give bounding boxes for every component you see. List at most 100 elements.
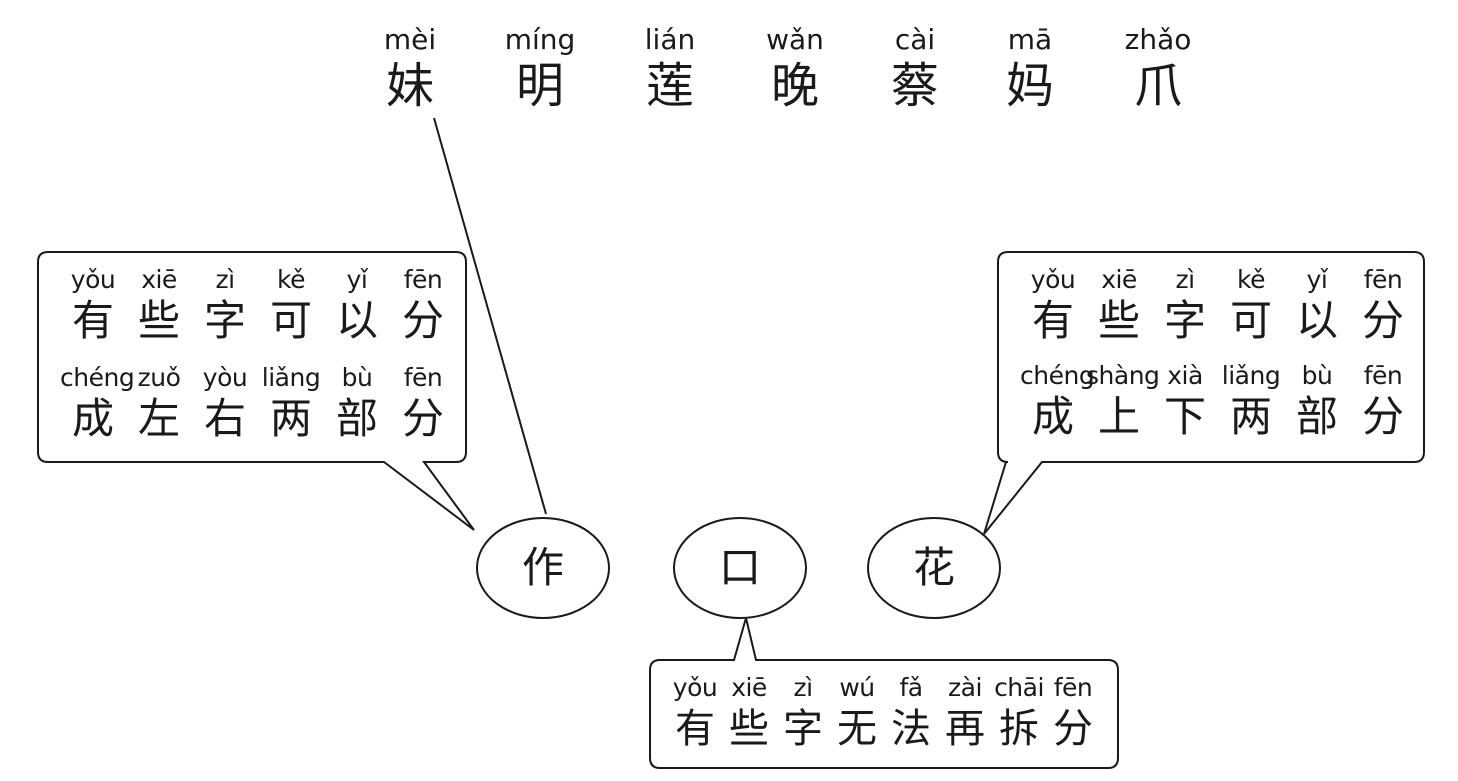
- pinyin: xiē: [731, 673, 767, 702]
- pinyin-pair: xiē 些: [722, 674, 776, 756]
- hanzi: 分: [401, 296, 444, 345]
- pinyin-pair: xiē 些: [126, 266, 192, 348]
- pinyin-pair: chéng 成: [1020, 361, 1095, 444]
- bubble-bottom-outline: [649, 614, 1119, 769]
- pinyin-pair: yǒu 有: [668, 674, 722, 756]
- pinyin: wú: [839, 673, 875, 702]
- hanzi: 再: [945, 706, 985, 752]
- hanzi: 些: [729, 706, 769, 752]
- ellipse-hua: [867, 517, 1001, 619]
- pinyin: zì: [1175, 265, 1195, 294]
- pinyin: chāi: [994, 673, 1044, 702]
- hanzi: 以: [1295, 296, 1338, 345]
- pinyin: lián: [644, 23, 696, 56]
- hanzi: 妈: [1005, 58, 1054, 114]
- pinyin: zì: [793, 673, 813, 702]
- hanzi: 爪: [1133, 58, 1182, 114]
- pinyin: cài: [894, 23, 936, 56]
- hanzi: 部: [335, 394, 378, 443]
- hanzi: 成: [71, 394, 114, 443]
- top-char-ming: míng 明: [490, 24, 590, 116]
- hanzi: 明: [515, 58, 564, 114]
- ellipse-char-zuo: 作: [521, 543, 564, 592]
- pinyin: yòu: [202, 363, 248, 392]
- hanzi: 有: [675, 706, 715, 752]
- hanzi: 字: [1163, 296, 1206, 345]
- pinyin-pair: yǐ 以: [1284, 266, 1350, 348]
- hanzi: 上: [1097, 392, 1140, 441]
- pinyin: xiē: [141, 265, 177, 294]
- pinyin-pair: yǐ 以: [324, 266, 390, 348]
- pinyin: zhǎo: [1124, 23, 1192, 56]
- pinyin-pair: fǎ 法: [884, 674, 938, 756]
- pinyin-pair: kě 可: [1218, 266, 1284, 348]
- ellipse-kou: [673, 517, 807, 619]
- pinyin-pair: xiē 些: [1086, 266, 1152, 348]
- pinyin: mèi: [383, 23, 437, 56]
- pinyin: fēn: [1363, 265, 1403, 294]
- hanzi: 左: [137, 394, 180, 443]
- pinyin: liǎng: [1221, 361, 1281, 390]
- pinyin-pair: fēn 分: [1350, 266, 1416, 348]
- hanzi: 可: [269, 296, 312, 345]
- hanzi: 有: [1031, 296, 1074, 345]
- hanzi: 下: [1163, 392, 1206, 441]
- hanzi: 两: [1229, 392, 1272, 441]
- pinyin: chéng: [60, 363, 135, 392]
- pinyin-pair: zì 字: [1152, 266, 1218, 348]
- pinyin: fēn: [403, 265, 443, 294]
- hanzi: 两: [269, 394, 312, 443]
- hanzi: 分: [1361, 392, 1404, 441]
- pinyin: zài: [948, 673, 982, 702]
- hanzi: 分: [1053, 706, 1093, 752]
- pinyin-pair: zì 字: [776, 674, 830, 756]
- ellipse-char-kou: 口: [718, 543, 761, 592]
- hanzi: 些: [1097, 296, 1140, 345]
- pinyin-pair: fēn 分: [390, 266, 456, 348]
- pinyin: míng: [504, 23, 576, 56]
- pinyin: fēn: [1053, 673, 1093, 702]
- pinyin: kě: [277, 265, 305, 294]
- pinyin: yǐ: [1306, 265, 1328, 294]
- pinyin-pair: liǎng 两: [1218, 362, 1284, 444]
- pinyin: fēn: [403, 363, 443, 392]
- ellipse-zuo: [476, 517, 610, 619]
- pinyin-pair: yǒu 有: [1020, 266, 1086, 348]
- pinyin-pair: wú 无: [830, 674, 884, 756]
- pinyin-pair: liǎng 两: [258, 364, 324, 446]
- hanzi: 无: [837, 706, 877, 752]
- pinyin: bù: [1301, 361, 1333, 390]
- pinyin: yǒu: [1030, 265, 1076, 294]
- pinyin: fēn: [1363, 361, 1403, 390]
- ellipse-char-hua: 花: [912, 543, 955, 592]
- pinyin: yǒu: [70, 265, 116, 294]
- hanzi: 些: [137, 296, 180, 345]
- pinyin-pair: bù 部: [1284, 362, 1350, 444]
- pinyin-pair: zài 再: [938, 674, 992, 756]
- hanzi: 可: [1229, 296, 1272, 345]
- pinyin-pair: yòu 右: [192, 364, 258, 446]
- hanzi: 法: [891, 706, 931, 752]
- hanzi: 成: [1031, 392, 1074, 441]
- hanzi: 有: [71, 296, 114, 345]
- pinyin-pair: fēn 分: [390, 364, 456, 446]
- hanzi: 分: [1361, 296, 1404, 345]
- pinyin: chéng: [1020, 361, 1095, 390]
- pinyin: zì: [215, 265, 235, 294]
- connector-mei-zuo: [433, 117, 547, 515]
- bubble-left-outline: [37, 251, 475, 531]
- pinyin: mā: [1007, 23, 1053, 56]
- pinyin: zuǒ: [137, 363, 181, 392]
- pinyin-pair: shàng 上: [1086, 362, 1160, 444]
- pinyin-pair: fēn 分: [1350, 362, 1416, 444]
- pinyin-pair: zuǒ 左: [126, 364, 192, 446]
- top-char-cai: cài 蔡: [865, 24, 965, 116]
- pinyin-pair: zì 字: [192, 266, 258, 348]
- pinyin: kě: [1237, 265, 1265, 294]
- pinyin-pair: xià 下: [1152, 362, 1218, 444]
- hanzi: 字: [783, 706, 823, 752]
- pinyin-pair: fēn 分: [1046, 674, 1100, 756]
- top-char-ma: mā 妈: [980, 24, 1080, 116]
- hanzi: 字: [203, 296, 246, 345]
- hanzi: 拆: [999, 706, 1039, 752]
